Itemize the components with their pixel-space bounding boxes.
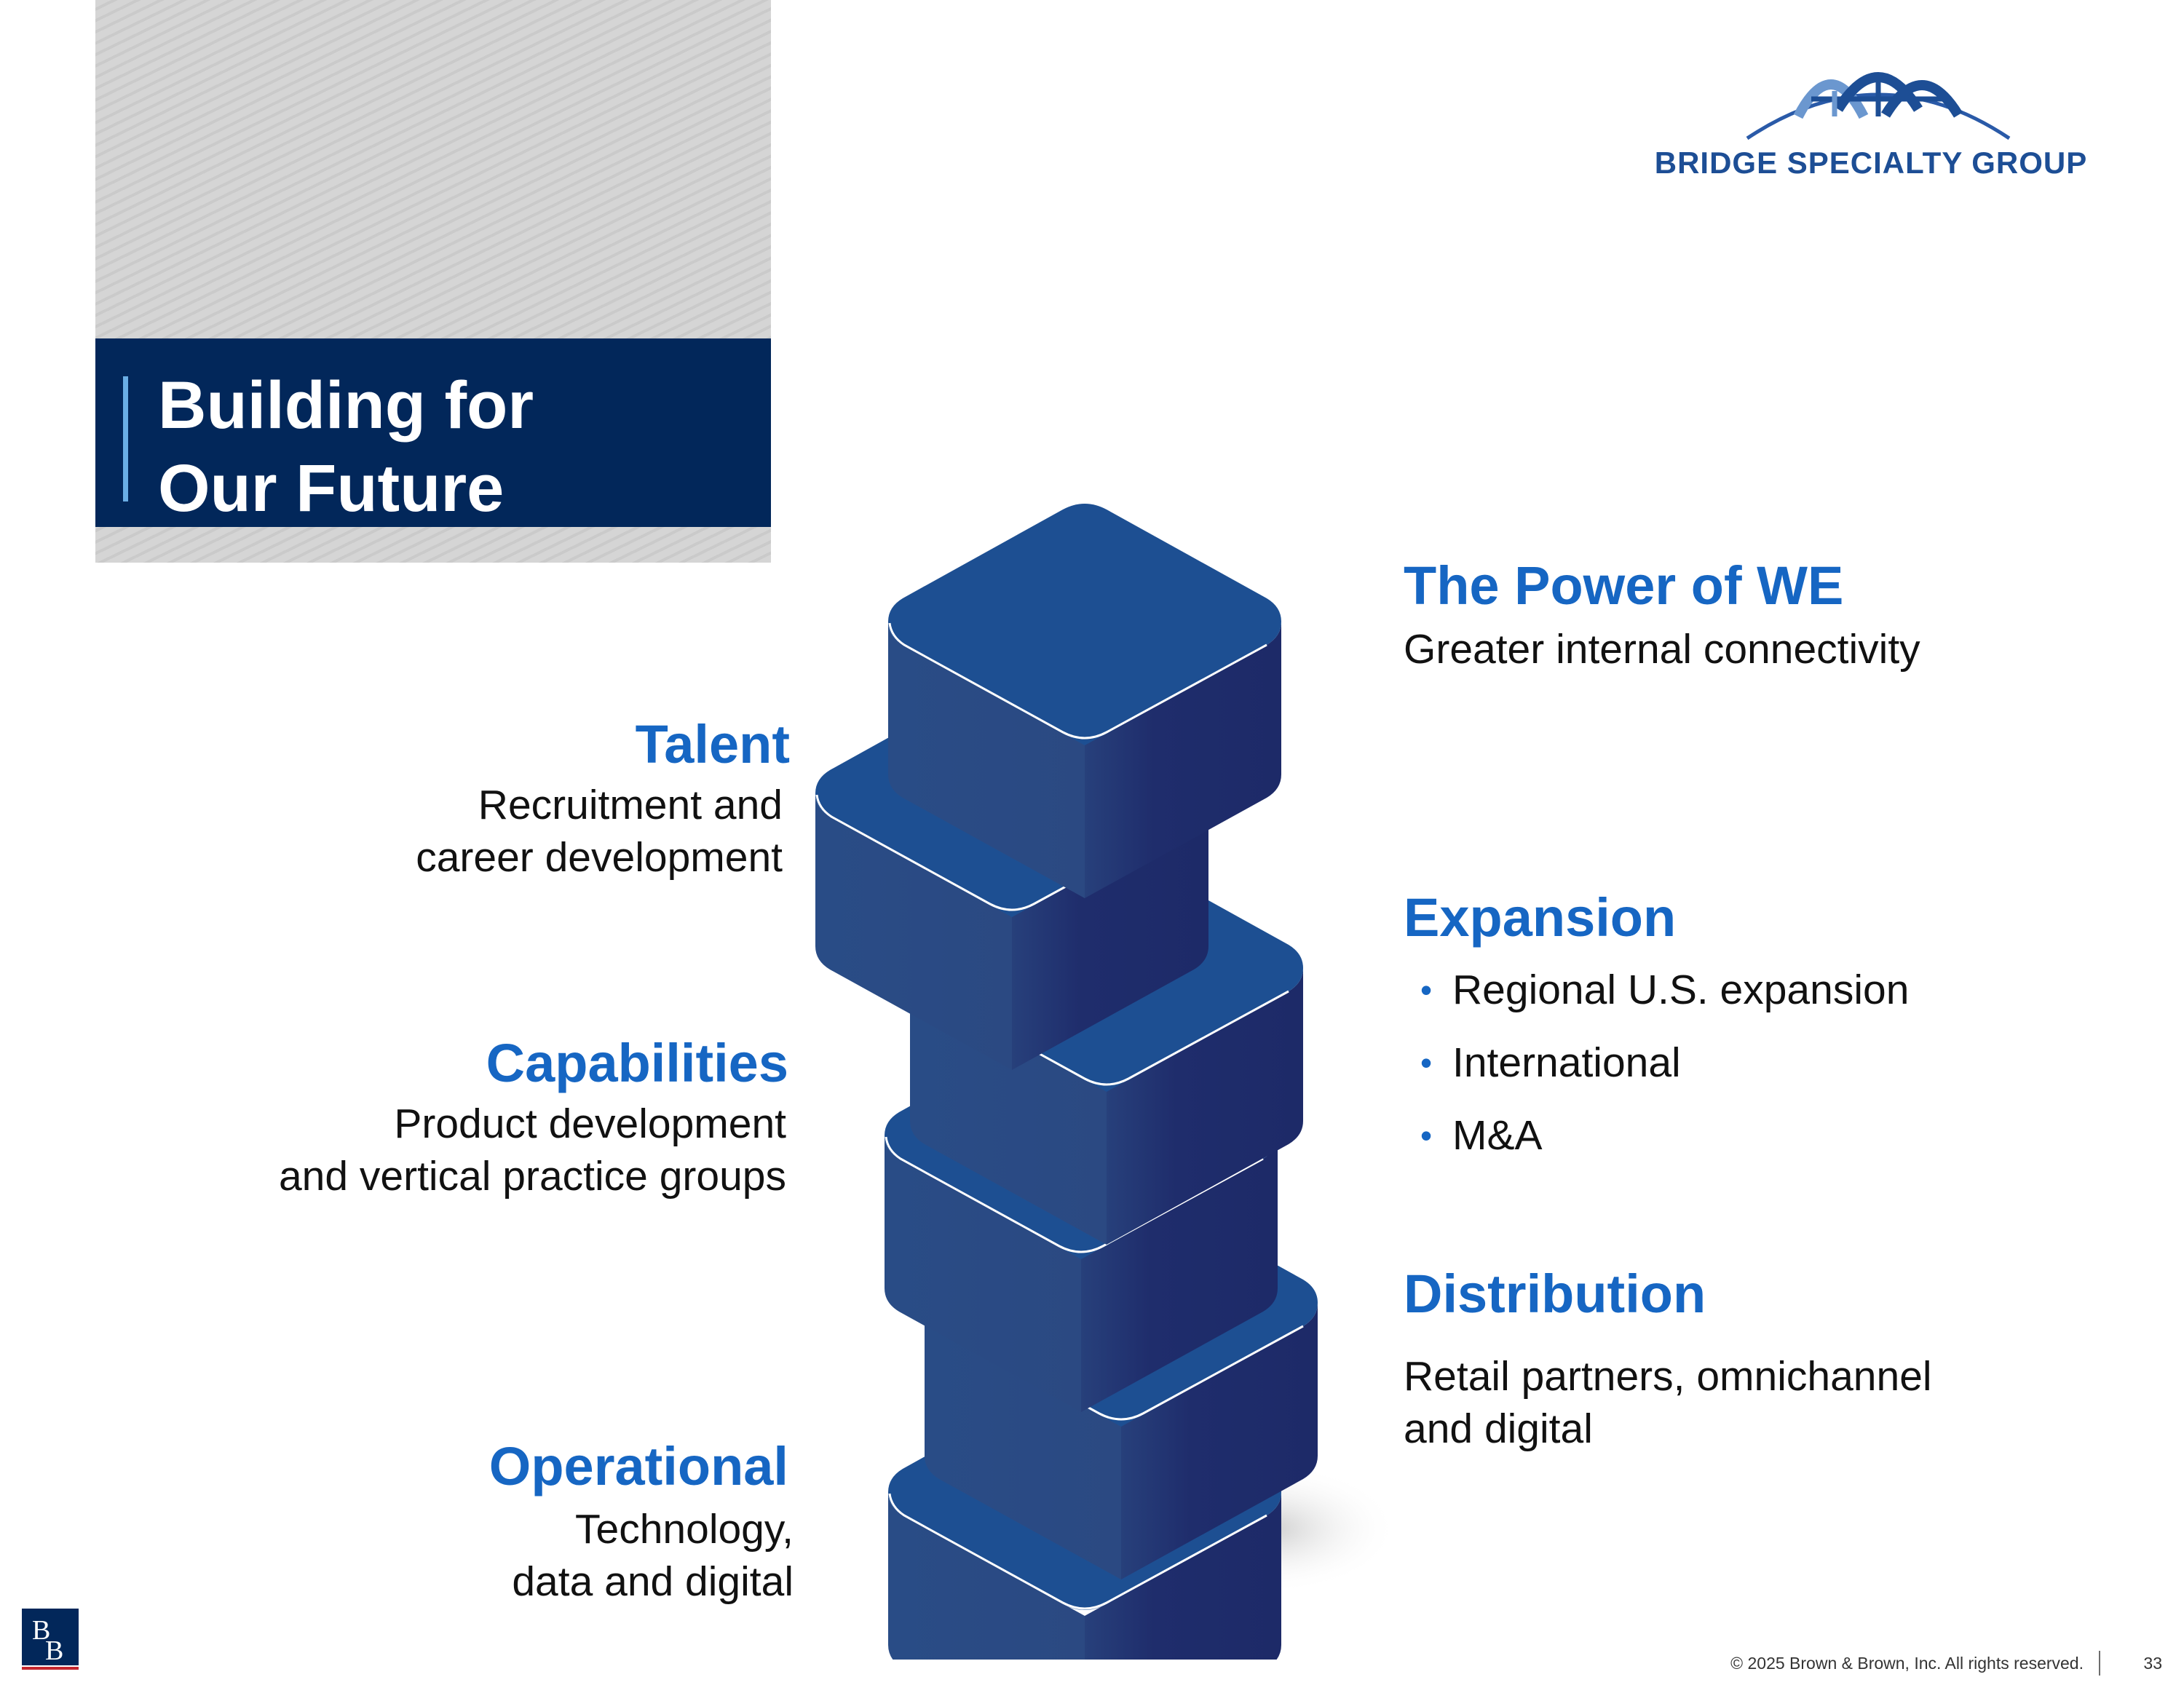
block-left-face xyxy=(925,1303,1121,1579)
pillar-text-capabilities: Product development and vertical practic… xyxy=(279,1098,786,1202)
pillar-text-line: and vertical practice groups xyxy=(278,1153,786,1200)
block-left-face xyxy=(888,622,1085,898)
footer: © 2025 Brown & Brown, Inc. All rights re… xyxy=(1674,1651,2162,1676)
pillar-text-line: Technology, xyxy=(575,1506,794,1553)
logo-wordmark: BRIDGE SPECIALTY GROUP xyxy=(1654,146,2088,180)
block-edge-highlight xyxy=(888,1493,1267,1610)
copyright-text: © 2025 Brown & Brown, Inc. All rights re… xyxy=(1730,1654,2084,1673)
block-right-face xyxy=(1107,968,1303,1245)
pillar-text-line: Product development xyxy=(394,1101,786,1147)
page-title-line-1: Building for xyxy=(158,368,534,443)
pillar-heading-power-of-we: The Power of WE xyxy=(1404,555,1844,616)
bullet-icon: • xyxy=(1420,1044,1433,1082)
list-item: • International xyxy=(1416,1026,1909,1099)
block-left-face xyxy=(888,1492,1085,1660)
block-right-face xyxy=(1085,1492,1281,1660)
pillar-text-line: career development xyxy=(416,834,783,881)
svg-text:B: B xyxy=(45,1636,63,1666)
pillar-text-distribution: Retail partners, omnichannel and digital xyxy=(1404,1350,1932,1455)
bullet-text: Regional U.S. expansion xyxy=(1452,967,1910,1013)
pillar-text-operational: Technology, data and digital xyxy=(512,1503,794,1608)
list-item: • M&A xyxy=(1416,1099,1909,1172)
pillar-heading-operational: Operational xyxy=(488,1436,788,1496)
block-right-face xyxy=(1085,622,1281,898)
pillar-text-line: data and digital xyxy=(512,1558,794,1605)
block-left-face xyxy=(885,1135,1081,1412)
page-title-line-2: Our Future xyxy=(158,451,505,526)
bb-monogram-icon: B B xyxy=(22,1609,79,1670)
page-title: Building for Our Future xyxy=(158,364,755,530)
block-edge-highlight xyxy=(885,1136,1264,1253)
building-block xyxy=(888,504,1281,898)
block-edge-highlight xyxy=(815,794,1195,911)
pillar-heading-capabilities: Capabilities xyxy=(486,1033,788,1093)
building-block-stack xyxy=(815,504,1398,1660)
pillar-text-talent: Recruitment and career development xyxy=(416,779,783,884)
pillar-heading-talent: Talent xyxy=(635,714,790,774)
bullet-text: M&A xyxy=(1452,1112,1543,1159)
page-number: 33 xyxy=(2143,1654,2162,1673)
footer-divider xyxy=(2099,1651,2100,1676)
bullet-text: International xyxy=(1452,1039,1681,1086)
pillar-heading-expansion: Expansion xyxy=(1404,887,1677,948)
pillar-text-line: Greater internal connectivity xyxy=(1404,626,1920,673)
pillar-text-line: and digital xyxy=(1404,1406,1593,1452)
block-right-face xyxy=(1081,1135,1278,1412)
title-banner: Building for Our Future xyxy=(95,338,771,527)
bullet-icon: • xyxy=(1420,971,1433,1009)
bullet-icon: • xyxy=(1420,1117,1433,1154)
bridge-specialty-group-logo: BRIDGE SPECIALTY GROUP xyxy=(1645,58,2097,186)
block-top-face xyxy=(888,504,1281,740)
pillar-heading-distribution: Distribution xyxy=(1404,1264,1706,1324)
block-right-face xyxy=(1121,1303,1318,1579)
expansion-bullet-list: • Regional U.S. expansion • Internationa… xyxy=(1416,953,1909,1172)
block-edge-highlight xyxy=(888,622,1267,740)
svg-text:B: B xyxy=(32,1615,50,1646)
list-item: • Regional U.S. expansion xyxy=(1416,953,1909,1026)
bridge-arch-icon xyxy=(1746,72,2011,140)
pillar-text-line: Recruitment and xyxy=(478,782,783,828)
title-accent-bar xyxy=(123,376,128,501)
block-right-face xyxy=(1012,793,1208,1070)
pillar-text-power-of-we: Greater internal connectivity xyxy=(1404,623,1920,675)
pillar-text-line: Retail partners, omnichannel xyxy=(1404,1353,1932,1400)
block-left-face xyxy=(815,793,1012,1070)
